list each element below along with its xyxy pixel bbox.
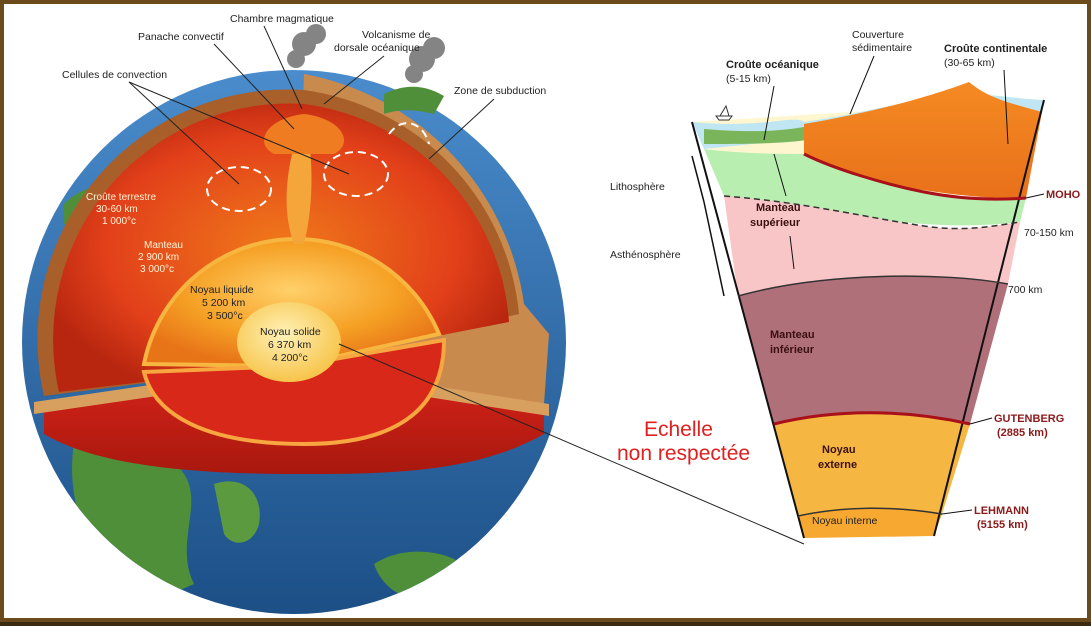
noyau-solide-name: Noyau solide <box>260 326 321 338</box>
label-lehmann-depth: (5155 km) <box>977 519 1028 531</box>
noyau-liquide-temp: 3 500°c <box>207 310 243 322</box>
manteau-name: Manteau <box>144 240 183 251</box>
continent-subduction <box>384 87 444 114</box>
noyau-liquide-depth: 5 200 km <box>202 297 245 309</box>
label-noyau-externe-2: externe <box>818 459 857 471</box>
label-croute-oceanique: Croûte océanique <box>726 59 819 71</box>
label-couverture-2: sédimentaire <box>852 42 912 54</box>
label-subduction: Zone de subduction <box>454 85 546 97</box>
scale-note-line2: non respectée <box>617 442 750 465</box>
noyau-solide-temp: 4 200°c <box>272 352 308 364</box>
noyau-solide-depth: 6 370 km <box>268 339 311 351</box>
label-cellules: Cellules de convection <box>62 69 167 81</box>
manteau-depth: 2 900 km <box>138 252 179 263</box>
label-volcanisme-1: Volcanisme de <box>362 29 430 41</box>
manteau-temp: 3 000°c <box>140 264 174 275</box>
croute-temp: 1 000°c <box>102 216 136 227</box>
label-noyau-interne: Noyau interne <box>812 515 878 527</box>
label-croute-continentale: Croûte continentale <box>944 43 1047 55</box>
croute-name: Croûte terrestre <box>86 192 156 203</box>
earth-structure-diagram: Chambre magmatique Panache convectif Vol… <box>4 4 1091 626</box>
label-manteau-superieur-1: Manteau <box>756 202 801 214</box>
globe-cutaway: Chambre magmatique Panache convectif Vol… <box>22 13 804 614</box>
noyau-liquide-name: Noyau liquide <box>190 284 254 296</box>
label-chambre: Chambre magmatique <box>230 13 334 25</box>
boat-icon <box>716 106 732 120</box>
noyau-externe-zone <box>774 413 970 516</box>
label-manteau-inferieur-1: Manteau <box>770 329 815 341</box>
label-depth-150: 70-150 km <box>1024 227 1074 239</box>
label-depth-700: 700 km <box>1008 284 1043 296</box>
label-gutenberg-depth: (2885 km) <box>997 427 1048 439</box>
label-noyau-externe-1: Noyau <box>822 444 856 456</box>
label-croute-oceanique-depth: (5-15 km) <box>726 73 771 85</box>
label-manteau-inferieur-2: inférieur <box>770 344 815 356</box>
label-croute-continentale-depth: (30-65 km) <box>944 57 995 69</box>
label-lehmann: LEHMANN <box>974 505 1029 517</box>
label-gutenberg: GUTENBERG <box>994 413 1064 425</box>
label-couverture-1: Couverture <box>852 29 904 41</box>
label-volcanisme-2: dorsale océanique <box>334 42 420 54</box>
label-lithosphere: Lithosphère <box>610 181 665 193</box>
croute-depth: 30-60 km <box>96 204 138 215</box>
label-manteau-superieur-2: supérieur <box>750 217 801 229</box>
scale-note-line1: Echelle <box>644 418 713 441</box>
label-moho: MOHO <box>1046 189 1081 201</box>
label-panache: Panache convectif <box>138 31 224 43</box>
label-asthenosphere: Asthénosphère <box>610 249 681 261</box>
